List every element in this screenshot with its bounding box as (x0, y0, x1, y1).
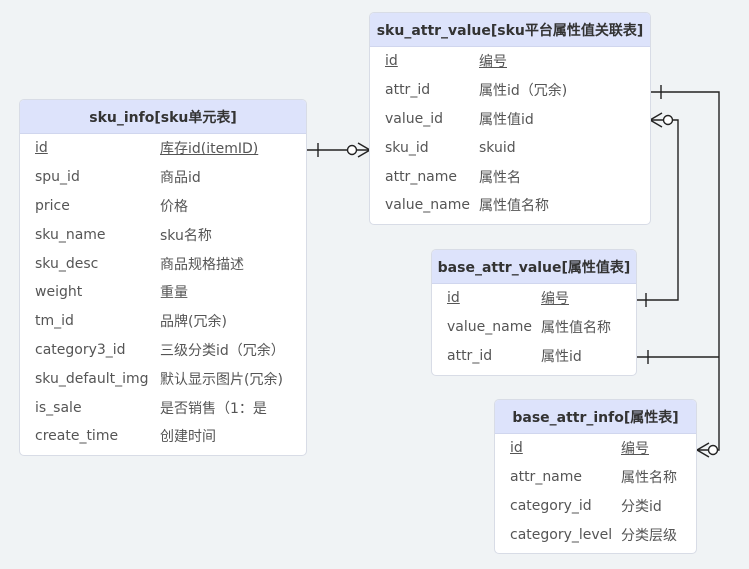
field-name: create_time (35, 428, 119, 445)
field-name: is_sale (35, 399, 82, 416)
field-row-category-level[interactable]: category_level 分类层级 (495, 520, 696, 549)
field-row-sku-desc[interactable]: sku_desc 商品规格描述 (20, 249, 306, 278)
field-description: 分类层级 (621, 527, 677, 544)
field-description: 默认显示图片(冗余) (160, 371, 283, 388)
field-name: value_name (447, 319, 532, 336)
field-row-tm-id[interactable]: tm_id 品牌(冗余) (20, 307, 306, 336)
field-description: 编号 (479, 54, 507, 71)
field-description: 重量 (160, 285, 188, 302)
relation-base-attr-value-to-sku-attr-value (636, 112, 679, 307)
field-description: 属性id（冗余) (479, 83, 568, 100)
field-name: sku_id (385, 139, 429, 156)
field-name: value_id (385, 110, 444, 127)
field-description: 品牌(冗余) (160, 314, 227, 331)
field-name: id (35, 140, 48, 157)
field-name: id (510, 440, 523, 457)
field-list: id 编号 value_name 属性值名称 attr_id 属性id (432, 284, 636, 370)
field-description: 是否销售（1：是 (160, 400, 267, 417)
relation-sku-info-to-sku-attr-value (307, 142, 371, 158)
field-description: 商品id (160, 170, 201, 187)
entity-title: base_attr_value[属性值表] (432, 250, 636, 284)
field-description: 创建时间 (160, 429, 216, 446)
field-row-weight[interactable]: weight 重量 (20, 278, 306, 307)
field-row-value-name[interactable]: value_name 属性值名称 (370, 191, 650, 220)
field-row-id[interactable]: id 编号 (432, 284, 636, 313)
field-row-create-time[interactable]: create_time 创建时间 (20, 422, 306, 451)
field-description: 属性值名称 (479, 198, 549, 215)
field-row-sku-name[interactable]: sku_name sku名称 (20, 220, 306, 249)
field-row-spu-id[interactable]: spu_id 商品id (20, 163, 306, 192)
field-row-attr-name[interactable]: attr_name 属性名称 (495, 463, 696, 492)
field-description: 库存id(itemID) (160, 141, 259, 158)
field-row-attr-id[interactable]: attr_id 属性id（冗余) (370, 76, 650, 105)
field-name: attr_name (385, 168, 458, 185)
entity-sku-attr-value[interactable]: sku_attr_value[sku平台属性值关联表] id 编号 attr_id 属… (369, 12, 651, 225)
entity-base-attr-value[interactable]: base_attr_value[属性值表] id 编号 value_name 属性值名… (431, 249, 637, 376)
field-name: attr_id (447, 347, 493, 364)
relation-base-attr-value-to-base-attr-info (636, 350, 719, 458)
field-row-category-id[interactable]: category_id 分类id (495, 492, 696, 521)
field-row-price[interactable]: price 价格 (20, 192, 306, 221)
field-name: category_id (510, 497, 592, 514)
field-row-attr-name[interactable]: attr_name 属性名 (370, 162, 650, 191)
field-row-value-name[interactable]: value_name 属性值名称 (432, 313, 636, 342)
field-row-attr-id[interactable]: attr_id 属性id (432, 342, 636, 371)
field-description: 属性名 (479, 169, 521, 186)
field-row-value-id[interactable]: value_id 属性值id (370, 105, 650, 134)
field-description: 属性id (541, 348, 582, 365)
field-name: sku_name (35, 226, 106, 243)
field-name: category_level (510, 526, 613, 543)
field-description: 编号 (621, 441, 649, 458)
field-name: attr_id (385, 82, 431, 99)
field-row-sku-default-img[interactable]: sku_default_img 默认显示图片(冗余) (20, 364, 306, 393)
field-description: 属性名称 (621, 470, 677, 487)
field-row-id[interactable]: id 编号 (495, 434, 696, 463)
field-name: id (447, 290, 460, 307)
field-name: sku_default_img (35, 370, 149, 387)
relation-sku-attr-value-to-base-attr-info (650, 85, 720, 451)
field-name: tm_id (35, 313, 74, 330)
field-name: weight (35, 284, 83, 301)
entity-title: base_attr_info[属性表] (495, 400, 696, 434)
field-name: sku_desc (35, 255, 99, 272)
field-row-id[interactable]: id 库存id(itemID) (20, 134, 306, 163)
field-row-sku-id[interactable]: sku_id skuid (370, 133, 650, 162)
entity-base-attr-info[interactable]: base_attr_info[属性表] id 编号 attr_name 属性名称 cat… (494, 399, 697, 554)
field-name: price (35, 197, 70, 214)
field-description: 分类id (621, 498, 662, 515)
field-description: 价格 (160, 198, 188, 215)
entity-sku-info[interactable]: sku_info[sku单元表] id 库存id(itemID) spu_id 商品i… (19, 99, 307, 456)
entity-title: sku_attr_value[sku平台属性值关联表] (370, 13, 650, 47)
field-name: spu_id (35, 169, 80, 186)
field-name: attr_name (510, 469, 583, 486)
entity-title: sku_info[sku单元表] (20, 100, 306, 134)
field-name: category3_id (35, 341, 126, 358)
field-description: 商品规格描述 (160, 256, 244, 273)
field-description: 属性值名称 (541, 320, 611, 337)
field-row-is-sale[interactable]: is_sale 是否销售（1：是 (20, 393, 306, 422)
field-description: sku名称 (160, 227, 212, 244)
field-row-category3-id[interactable]: category3_id 三级分类id（冗余） (20, 336, 306, 365)
field-row-id[interactable]: id 编号 (370, 47, 650, 76)
field-description: 三级分类id（冗余） (160, 342, 285, 359)
field-name: id (385, 53, 398, 70)
field-name: value_name (385, 197, 470, 214)
field-description: skuid (479, 139, 516, 156)
field-description: 属性值id (479, 111, 534, 128)
field-description: 编号 (541, 291, 569, 308)
